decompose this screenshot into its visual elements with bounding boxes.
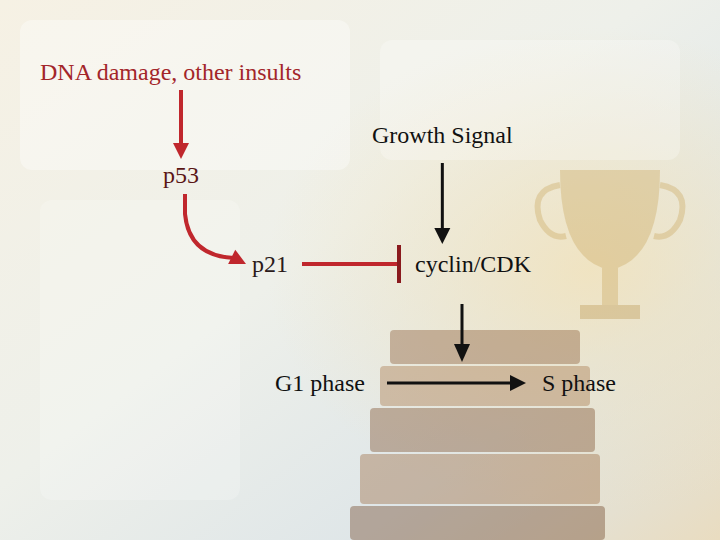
- arrowhead: [510, 375, 526, 391]
- connector: [185, 194, 246, 264]
- background-panel: [40, 200, 240, 500]
- arrowhead: [454, 344, 470, 362]
- background-panel: [20, 20, 350, 170]
- connector: [387, 375, 526, 391]
- node-text: cyclin/CDK: [415, 250, 531, 278]
- insult-label-node: DNA damage, other insults: [38, 58, 303, 86]
- node-text: p21: [252, 250, 288, 278]
- books-illustration: [350, 330, 605, 540]
- connector: [434, 163, 450, 244]
- arrowhead: [434, 228, 450, 244]
- node-text: DNA damage, other insults: [40, 58, 301, 86]
- inhibition-line: [302, 262, 399, 266]
- arrowhead: [173, 143, 189, 159]
- trophy-illustration: [538, 170, 683, 319]
- inhibition-bar: [397, 245, 401, 283]
- signal-line: [441, 163, 444, 230]
- node-text: S phase: [542, 369, 616, 397]
- phase-node: S phase: [540, 369, 618, 397]
- connector: [173, 90, 189, 159]
- node-text: Growth Signal: [372, 121, 513, 149]
- activation-line: [461, 304, 464, 346]
- protein-node: p53: [161, 161, 201, 189]
- activation-line: [179, 90, 183, 145]
- connector: [302, 245, 399, 283]
- phase-node: G1 phase: [273, 369, 367, 397]
- cyclin-activation-arrow: [454, 304, 470, 362]
- activation-curve: [185, 194, 234, 258]
- transition-line: [387, 382, 512, 385]
- signal-node: Growth Signal: [370, 121, 515, 149]
- arrowhead: [228, 250, 246, 264]
- complex-node: cyclin/CDK: [413, 250, 533, 278]
- node-text: p53: [163, 161, 199, 189]
- protein-node: p21: [250, 250, 290, 278]
- node-text: G1 phase: [275, 369, 365, 397]
